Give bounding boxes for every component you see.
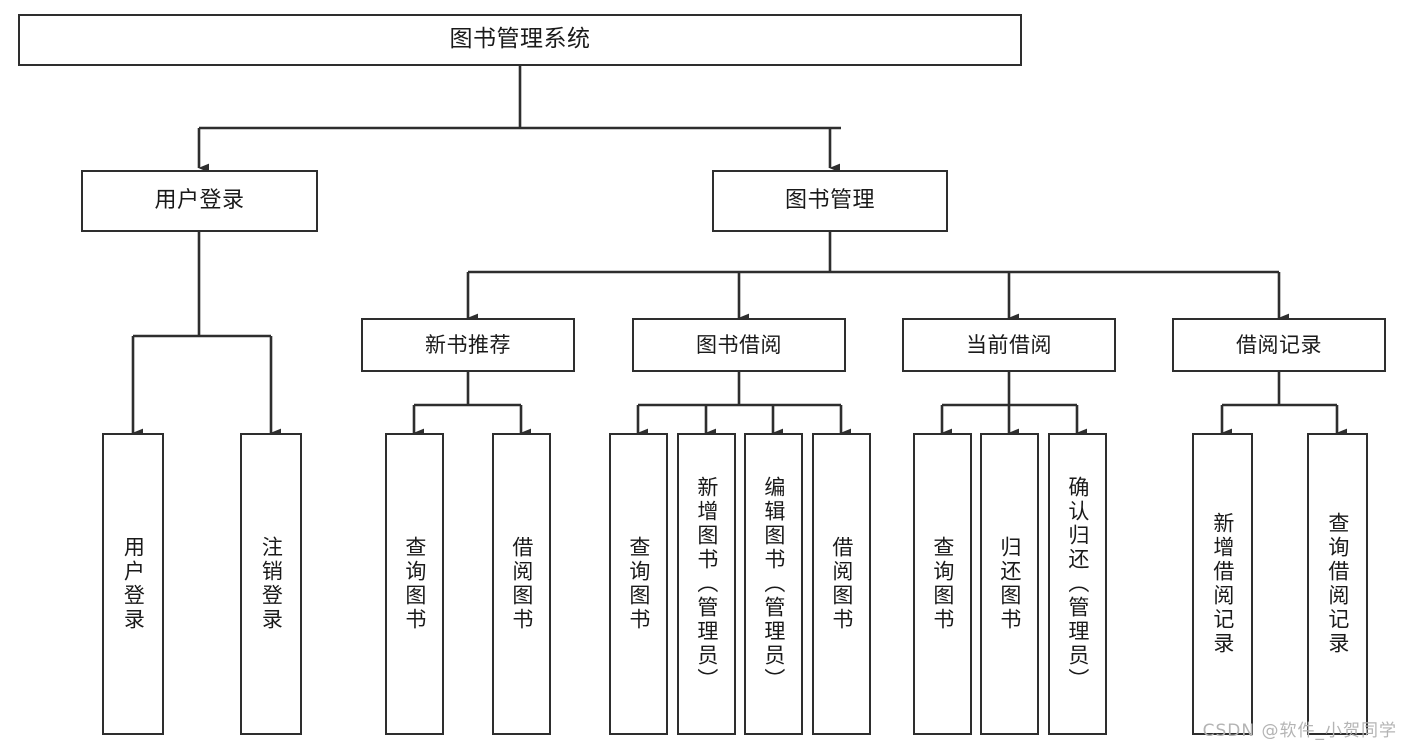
node-label: 借阅图书 [509,536,534,632]
node-label: 新增借阅记录 [1210,512,1235,656]
node-leaf-borrow-book-1[interactable]: 借阅图书 [492,433,551,735]
node-leaf-edit-book[interactable]: 编辑图书（管理员） [744,433,803,735]
node-label: 借阅记录 [1236,332,1322,357]
node-label: 用户登录 [121,536,146,632]
node-current-borrow[interactable]: 当前借阅 [902,318,1116,372]
node-leaf-return-book[interactable]: 归还图书 [980,433,1039,735]
node-book-borrow[interactable]: 图书借阅 [632,318,846,372]
node-label: 新书推荐 [425,332,511,357]
node-label: 查询图书 [402,536,427,632]
node-leaf-query-book-3[interactable]: 查询图书 [913,433,972,735]
node-label: 确认归还（管理员） [1065,476,1090,692]
node-label: 用户登录 [154,188,245,214]
node-leaf-add-record[interactable]: 新增借阅记录 [1192,433,1253,735]
node-book-management[interactable]: 图书管理 [712,170,948,232]
node-label: 图书管理 [784,188,875,214]
node-leaf-query-book-2[interactable]: 查询图书 [609,433,668,735]
node-root-system[interactable]: 图书管理系统 [18,14,1022,66]
node-leaf-add-book[interactable]: 新增图书（管理员） [677,433,736,735]
node-label: 借阅图书 [829,536,854,632]
node-label: 查询图书 [930,536,955,632]
node-leaf-query-record[interactable]: 查询借阅记录 [1307,433,1368,735]
node-label: 图书管理系统 [449,26,591,53]
node-user-login[interactable]: 用户登录 [81,170,318,232]
node-label: 新增图书（管理员） [694,476,719,692]
node-label: 查询图书 [626,536,651,632]
node-new-book-recommend[interactable]: 新书推荐 [361,318,575,372]
node-borrow-record[interactable]: 借阅记录 [1172,318,1386,372]
node-leaf-user-login[interactable]: 用户登录 [102,433,164,735]
node-leaf-confirm-return[interactable]: 确认归还（管理员） [1048,433,1107,735]
node-label: 查询借阅记录 [1325,512,1350,656]
node-label: 注销登录 [259,536,284,632]
node-label: 图书借阅 [696,332,782,357]
node-label: 当前借阅 [966,332,1052,357]
node-leaf-query-book-1[interactable]: 查询图书 [385,433,444,735]
node-label: 编辑图书（管理员） [761,476,786,692]
node-leaf-logout[interactable]: 注销登录 [240,433,302,735]
node-leaf-borrow-book-2[interactable]: 借阅图书 [812,433,871,735]
node-label: 归还图书 [997,536,1022,632]
